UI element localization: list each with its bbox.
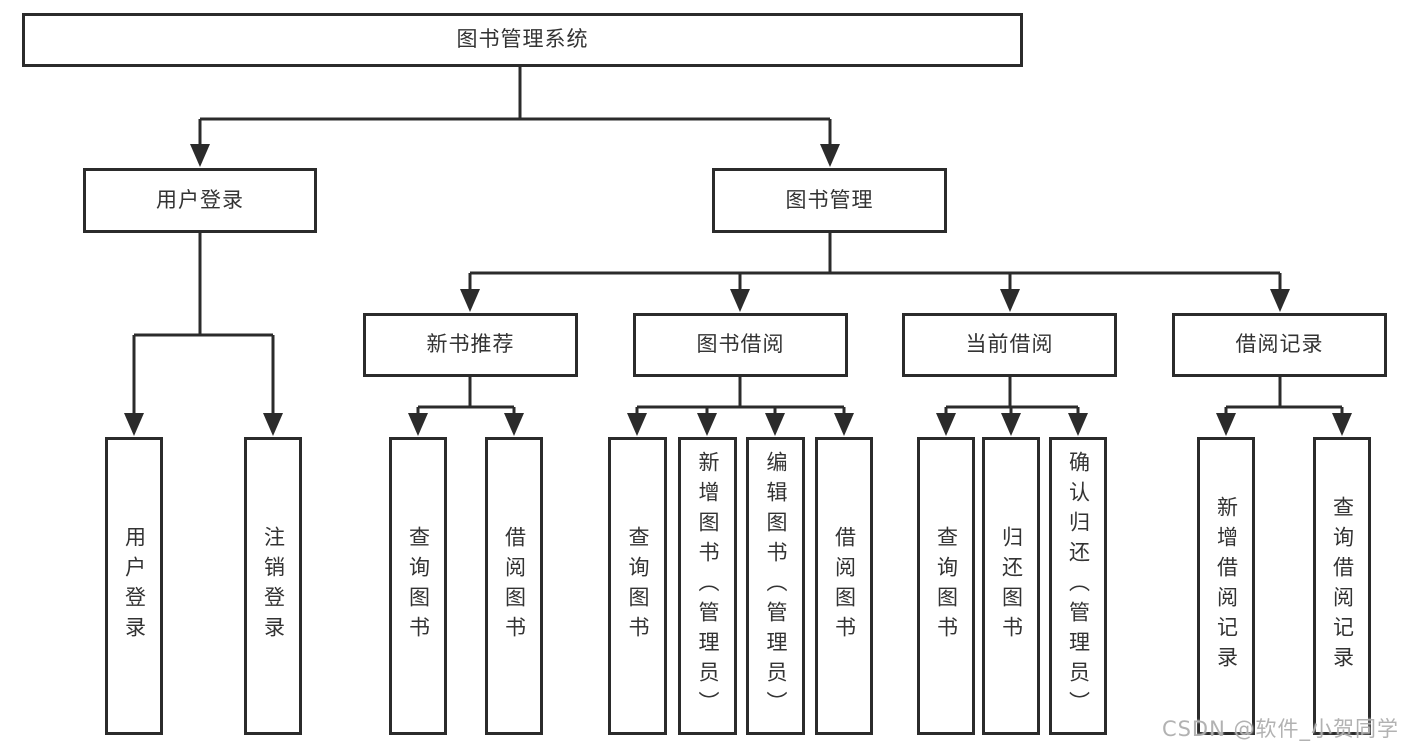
node-label: 编辑图书（管理员） [764, 451, 788, 721]
csdn-watermark: CSDN @软件_小贺同学 [1161, 717, 1399, 741]
leaf-user-login: 用户登录 [105, 437, 163, 735]
arrowheads [124, 144, 1352, 436]
leaf-query-books-borrowing: 查询图书 [608, 437, 667, 735]
node-label: 用户登录 [156, 187, 244, 212]
node-borrowing-records: 借阅记录 [1172, 313, 1387, 377]
leaf-return-books: 归还图书 [982, 437, 1040, 735]
leaf-borrow-books: 借阅图书 [815, 437, 873, 735]
node-current-borrowing: 当前借阅 [902, 313, 1117, 377]
leaf-query-borrow-record: 查询借阅记录 [1313, 437, 1371, 735]
leaf-edit-books-admin: 编辑图书（管理员） [746, 437, 805, 735]
node-label: 查询图书 [406, 526, 431, 646]
node-label: 借阅图书 [502, 526, 527, 646]
node-label: 查询图书 [934, 526, 959, 646]
node-label: 注销登录 [261, 526, 286, 646]
node-label: 当前借阅 [965, 332, 1054, 357]
node-label: 用户登录 [122, 526, 147, 646]
node-label: 借阅记录 [1235, 332, 1324, 357]
node-user-login: 用户登录 [83, 168, 317, 233]
connector-paths [132, 67, 1344, 418]
node-label: 新增借阅记录 [1214, 496, 1239, 676]
leaf-query-books-current: 查询图书 [917, 437, 975, 735]
node-label: 查询图书 [626, 526, 650, 646]
node-label: 图书借阅 [696, 332, 785, 357]
leaf-borrow-books-recommend: 借阅图书 [485, 437, 543, 735]
node-label: 新书推荐 [426, 332, 515, 357]
leaf-add-books-admin: 新增图书（管理员） [678, 437, 737, 735]
leaf-logout: 注销登录 [244, 437, 302, 735]
leaf-confirm-return-admin: 确认归还（管理员） [1049, 437, 1107, 735]
node-label: 借阅图书 [832, 526, 857, 646]
leaf-query-books-recommend: 查询图书 [389, 437, 447, 735]
node-label: 确认归还（管理员） [1066, 451, 1091, 721]
node-book-management: 图书管理 [712, 168, 947, 233]
node-label: 图书管理 [785, 187, 874, 212]
node-new-book-recommendation: 新书推荐 [363, 313, 578, 377]
node-library-management-system: 图书管理系统 [22, 13, 1023, 67]
node-label: 查询借阅记录 [1330, 496, 1355, 676]
node-book-borrowing: 图书借阅 [633, 313, 848, 377]
node-label: 归还图书 [999, 526, 1024, 646]
node-label: 新增图书（管理员） [696, 451, 720, 721]
node-label: 图书管理系统 [456, 27, 589, 52]
leaf-add-borrow-record: 新增借阅记录 [1197, 437, 1255, 735]
